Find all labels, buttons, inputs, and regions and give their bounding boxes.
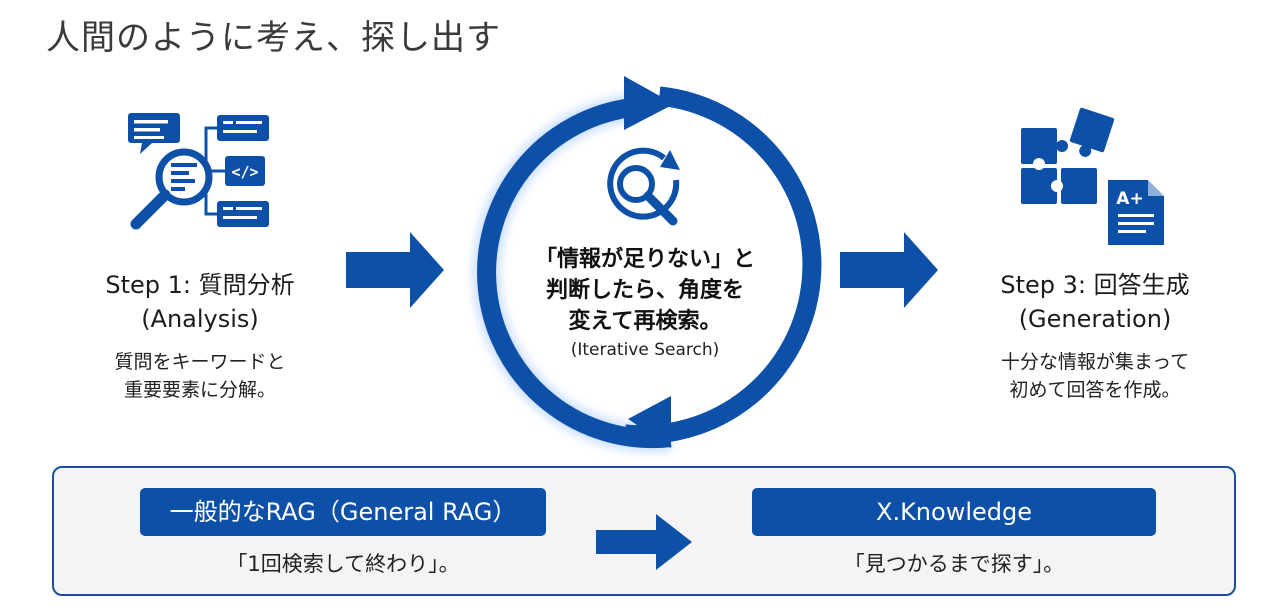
step3-subtitle: (Generation) <box>1018 305 1172 333</box>
step3-desc-line2: 初めて回答を作成。 <box>1009 379 1181 401</box>
step3-block: Step 3: 回答生成 (Generation) 十分な情報が集まって 初めて… <box>950 268 1240 404</box>
flow-arrow-right <box>840 232 938 308</box>
step3-desc-line1: 十分な情報が集まって <box>1000 351 1190 373</box>
comparison-panel: 一般的なRAG（General RAG） X.Knowledge 「1回検索して… <box>52 466 1236 596</box>
step3-description: 十分な情報が集まって 初めて回答を作成。 <box>950 348 1240 404</box>
doc-grade-label: A+ <box>1116 189 1143 209</box>
puzzle-document-icon: A+ <box>1021 107 1164 245</box>
step1-desc-line2: 重要要素に分解。 <box>123 379 276 401</box>
cycle-subtitle: (Iterative Search) <box>570 340 720 360</box>
cycle-line2: 判断したら、角度を <box>545 278 744 303</box>
svg-text:</>: </> <box>231 163 258 181</box>
step1-desc-line1: 質問をキーワードと <box>114 351 286 373</box>
cycle-arrowhead-bottom <box>628 396 671 448</box>
cycle-line3: 変えて再検索。 <box>568 309 722 334</box>
step3-title: Step 3: 回答生成 <box>1000 271 1190 299</box>
cycle-arrowhead-top <box>624 76 674 130</box>
comparison-arrow <box>596 514 692 570</box>
iterative-cycle <box>473 76 822 452</box>
xknowledge-text: 「見つかるまで探す」。 <box>843 552 1065 576</box>
cycle-text: 「情報が足りない」と 判断したら、角度を 変えて再検索。 (Iterative … <box>500 244 790 363</box>
step1-title: Step 1: 質問分析 <box>105 271 295 299</box>
page-title: 人間のように考え、探し出す <box>46 18 501 58</box>
step1-description: 質問をキーワードと 重要要素に分解。 <box>60 348 340 404</box>
general-rag-text: 「1回検索して終わり」。 <box>226 552 460 576</box>
xknowledge-label: X.Knowledge <box>752 488 1156 536</box>
cycle-line1: 「情報が足りない」と <box>534 247 755 272</box>
step1-block: Step 1: 質問分析 (Analysis) 質問をキーワードと 重要要素に分… <box>60 268 340 404</box>
general-rag-label: 一般的なRAG（General RAG） <box>140 488 546 536</box>
refresh-search-icon <box>607 147 680 226</box>
flow-arrow-left <box>346 232 444 308</box>
analysis-magnifier-icon: </> <box>128 113 269 230</box>
step1-subtitle: (Analysis) <box>141 305 259 333</box>
